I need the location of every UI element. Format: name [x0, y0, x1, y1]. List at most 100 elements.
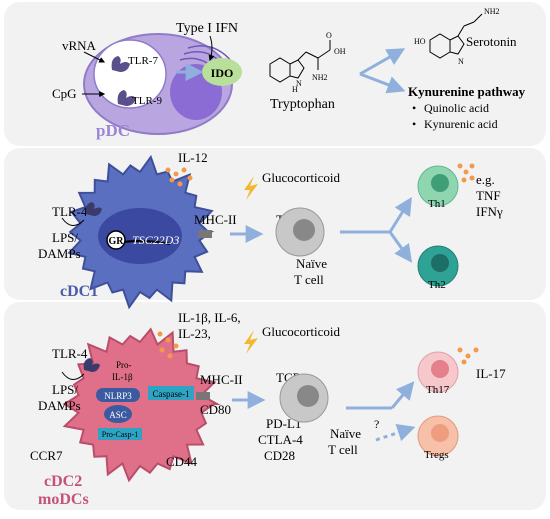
- cdc1-cell: [67, 154, 215, 310]
- th1-arrow: [388, 196, 412, 233]
- th2-label: Th2: [428, 279, 446, 291]
- il23-label: IL-23,: [178, 326, 211, 341]
- th1-cytokine-dots-icon: [457, 163, 475, 183]
- tlr4-label-bottom: TLR-4: [52, 346, 88, 361]
- pdc-cell: [83, 33, 233, 135]
- naive-label-bottom-1: Naïve: [330, 426, 361, 441]
- th2-cell: [417, 245, 459, 287]
- tryptophan-structure: [269, 40, 331, 83]
- glucocorticoid-lightning-icon-bottom: [244, 330, 258, 354]
- lps-curve-bottom: [61, 371, 85, 380]
- ifng-label: IFNγ: [476, 204, 503, 219]
- cpg-label: CpG: [52, 86, 77, 101]
- mhc2-label-bottom: MHC-II: [200, 372, 243, 387]
- damps-label-bottom: DAMPs: [38, 398, 81, 413]
- tlr4-receptor-icon-bottom: [83, 358, 100, 372]
- il1b-cytokine-dots-icon: [157, 331, 179, 359]
- vrna-arrow: [83, 51, 106, 63]
- caspase1-label: Caspase-1: [153, 389, 190, 399]
- ccr7-label: CCR7: [30, 448, 63, 463]
- kynurenine-arrow: [359, 72, 406, 94]
- il17-label: IL-17: [476, 366, 506, 381]
- tlr9-receptor-icon: [117, 90, 136, 106]
- glucocorticoid-label-mid: Glucocorticoid: [262, 170, 340, 185]
- cdc1-label: cDC1: [60, 283, 98, 300]
- th17-arrow: [390, 381, 415, 409]
- tsc22d3-label: TSC22D3: [132, 233, 179, 247]
- tlr7-receptor-icon: [111, 56, 130, 72]
- serotonin-nh2: NH2: [484, 7, 500, 16]
- th17-label: Th17: [426, 384, 450, 396]
- tryptophan-nh2: NH2: [312, 73, 328, 82]
- cd80-label: CD80: [200, 402, 231, 417]
- naive-label-mid-1: Naïve: [296, 256, 327, 271]
- tnf-label: TNF: [476, 188, 501, 203]
- mhc2-label-mid: MHC-II: [194, 212, 237, 227]
- kyn-item-2: Kynurenic acid: [424, 117, 498, 131]
- glucocorticoid-lightning-icon: [244, 176, 258, 200]
- type1ifn-label: Type I IFN: [176, 21, 238, 36]
- il1b-label: IL-1β, IL-6,: [178, 310, 241, 325]
- cd28-label: CD28: [264, 448, 295, 463]
- th1-cell: [417, 165, 459, 207]
- nlrp3-label: NLRP3: [104, 391, 132, 401]
- lps-label-mid: LPS/: [52, 230, 78, 245]
- naive-tcell-bottom: [279, 373, 329, 423]
- asc-complex: [104, 405, 132, 423]
- naive-label-bottom-2: T cell: [328, 442, 358, 457]
- modcs-label: moDCs: [38, 491, 89, 508]
- th2-arrow: [388, 231, 413, 263]
- procasp-label: Pro-Casp-1: [102, 430, 138, 439]
- kyn-bullet-1: •: [412, 101, 416, 115]
- cd44-label: CD44: [166, 454, 198, 469]
- question-label: ?: [374, 417, 379, 431]
- mhc2-receptor-icon-bottom: [196, 392, 210, 400]
- pro-label-1: Pro-: [116, 360, 132, 370]
- glucocorticoid-label-bottom: Glucocorticoid: [262, 324, 340, 339]
- tryptophan-n: N: [296, 79, 302, 88]
- lps-curve: [61, 217, 85, 226]
- ctla4-label: CTLA-4: [258, 432, 303, 447]
- pro-label-2: IL-1β: [112, 372, 133, 382]
- serotonin-structure: [429, 13, 483, 59]
- il12-label: IL-12: [178, 150, 208, 165]
- kynurenine-title: Kynurenine pathway: [408, 84, 526, 99]
- procasp-box: [98, 428, 142, 440]
- pdc-label: pDC: [96, 121, 130, 140]
- tregs-label: Tregs: [424, 449, 449, 461]
- damps-label-mid: DAMPs: [38, 246, 81, 261]
- tryptophan-label: Tryptophan: [270, 97, 335, 112]
- serotonin-arrow: [359, 48, 406, 76]
- naive-label-mid-2: T cell: [294, 272, 324, 287]
- th1-label: Th1: [428, 198, 446, 210]
- lps-label-bottom: LPS/: [52, 382, 78, 397]
- pdl1-label: PD-L1: [266, 416, 301, 431]
- mhc2-receptor-icon: [198, 230, 212, 238]
- eg-label: e.g.: [476, 172, 495, 187]
- il12-cytokine-dots-icon: [165, 167, 193, 187]
- th17-cytokine-dots-icon: [457, 347, 479, 365]
- nlrp3-complex: [96, 388, 140, 402]
- gr-label: GR: [109, 236, 125, 247]
- kyn-item-1: Quinolic acid: [424, 101, 489, 115]
- naive-tcell-mid: [275, 207, 325, 257]
- ido-enzyme: [202, 58, 242, 86]
- kyn-bullet-2: •: [412, 117, 416, 131]
- tlr4-receptor-icon: [85, 202, 102, 216]
- tlr4-label-mid: TLR-4: [52, 204, 88, 219]
- vrna-label: vRNA: [62, 38, 97, 53]
- cdc2-label: cDC2: [44, 473, 82, 490]
- ido-label: IDO: [211, 66, 234, 80]
- tryptophan-o: O: [326, 31, 332, 40]
- tryptophan-oh: OH: [334, 47, 346, 56]
- asc-label: ASC: [109, 410, 127, 420]
- th17-cell: [417, 351, 459, 393]
- treg-cell: [417, 415, 459, 457]
- gr-receptor-icon: [106, 230, 126, 250]
- tlr7-label: TLR-7: [128, 55, 158, 67]
- treg-dashed-arrow: [375, 424, 416, 442]
- type1ifn-arrow: [208, 35, 215, 62]
- serotonin-ho: HO: [414, 37, 426, 46]
